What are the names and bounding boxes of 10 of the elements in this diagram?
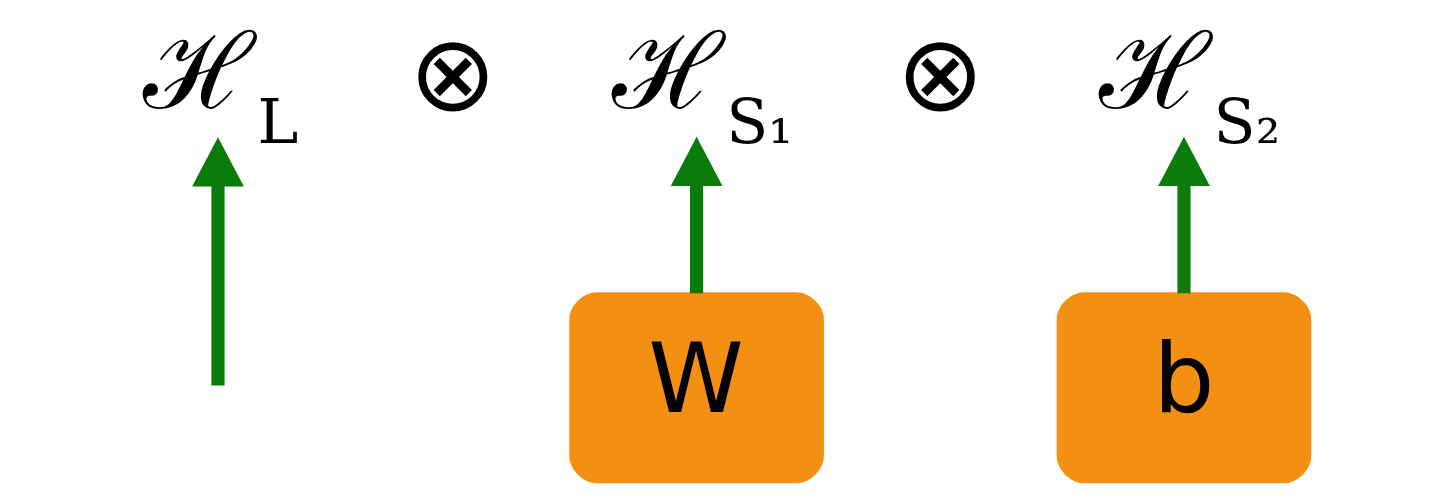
node-text: ℋ$_{S₁}$ — [611, 9, 793, 158]
arrow — [670, 136, 722, 294]
node-box: W — [568, 292, 824, 484]
label: ⊗ — [408, 11, 497, 135]
label: ⊗ — [895, 11, 984, 135]
arrow — [1157, 136, 1210, 294]
node-box: b — [1056, 292, 1311, 484]
node-text: ℋ$_{S₂}$ — [1098, 9, 1280, 158]
arrow — [191, 137, 244, 386]
node-text: ℋ$_{L}$ — [142, 9, 298, 158]
